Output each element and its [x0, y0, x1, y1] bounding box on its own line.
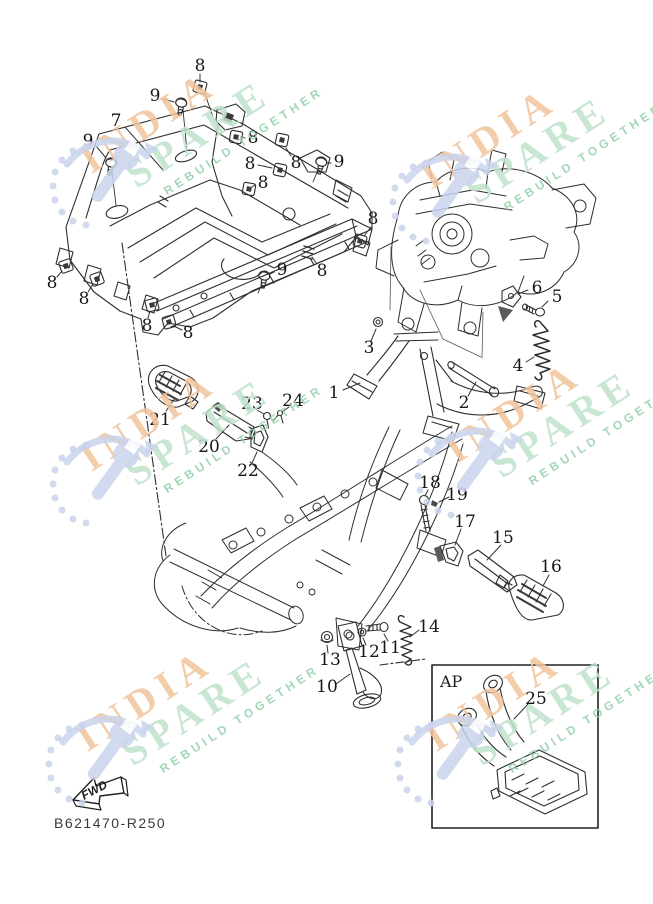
side-stand-art	[320, 614, 427, 709]
part-label-21: 21	[149, 410, 171, 430]
inset-box-label: AP	[439, 672, 463, 691]
part-label-15: 15	[492, 528, 514, 548]
part-label-8: 8	[316, 261, 328, 281]
part-label-8: 8	[194, 56, 206, 76]
part-label-23: 23	[241, 394, 263, 414]
part-label-22: 22	[237, 461, 259, 481]
part-label-9: 9	[149, 86, 161, 106]
part-label-5: 5	[551, 287, 563, 307]
floor-panel-art	[55, 103, 373, 336]
center-stand-art	[346, 246, 551, 442]
part-label-9: 9	[276, 260, 288, 280]
part-label-8: 8	[78, 289, 90, 309]
section-line	[121, 242, 167, 557]
pillion-footrest-left-art	[147, 364, 284, 453]
part-label-25: 25	[525, 689, 547, 709]
part-label-8: 8	[141, 316, 153, 336]
part-label-3: 3	[363, 338, 375, 358]
part-label-1: 1	[328, 383, 340, 403]
part-label-17: 17	[454, 512, 476, 532]
part-label-14: 14	[418, 617, 440, 637]
catalog-number: B621470-R250	[54, 815, 167, 831]
inset-box: AP	[431, 664, 599, 829]
part-label-8: 8	[367, 209, 379, 229]
part-label-8: 8	[182, 323, 194, 343]
part-label-11: 11	[379, 638, 401, 658]
part-label-7: 7	[110, 111, 122, 131]
part-label-13: 13	[319, 650, 341, 670]
part-label-18: 18	[419, 473, 441, 493]
part-label-2: 2	[458, 393, 470, 413]
part-label-10: 10	[316, 677, 338, 697]
footrest-right-art	[418, 494, 564, 621]
part-label-8: 8	[46, 273, 58, 293]
part-label-8: 8	[257, 173, 269, 193]
part-label-8: 8	[290, 153, 302, 173]
part-label-19: 19	[446, 485, 468, 505]
frame-art	[153, 425, 464, 651]
part-label-9: 9	[82, 131, 94, 151]
part-label-16: 16	[540, 557, 562, 577]
part-label-4: 4	[512, 356, 524, 376]
part-label-24: 24	[282, 391, 304, 411]
part-label-6: 6	[531, 278, 543, 298]
part-label-9: 9	[333, 152, 345, 172]
part-label-8: 8	[244, 154, 256, 174]
part-label-20: 20	[198, 437, 220, 457]
part-label-8: 8	[247, 128, 259, 148]
part-label-12: 12	[358, 642, 380, 662]
leader-lines	[56, 73, 550, 720]
